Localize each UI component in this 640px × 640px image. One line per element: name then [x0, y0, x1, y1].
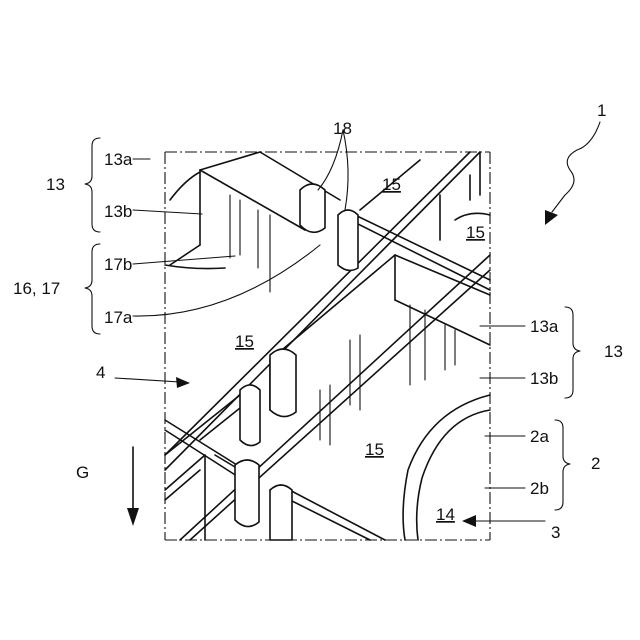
label-3: 3	[551, 523, 560, 542]
cross-members	[340, 152, 490, 290]
label-13-right: 13	[604, 342, 623, 361]
label-13a-left: 13a	[104, 150, 133, 169]
arrow-4-head	[176, 377, 190, 388]
label-G: G	[76, 463, 89, 482]
label-2a: 2a	[530, 427, 549, 446]
arrow-G-head	[127, 508, 139, 526]
label-17b: 17b	[104, 255, 132, 274]
braces	[85, 138, 580, 510]
label-15-top: 15	[382, 175, 401, 194]
label-13a-right: 13a	[530, 317, 559, 336]
label-14: 14	[436, 505, 455, 524]
label-1: 1	[597, 101, 606, 120]
label-2: 2	[591, 454, 600, 473]
arrow-1-head	[545, 210, 558, 225]
label-15-right: 15	[466, 223, 485, 242]
section-frame	[165, 152, 490, 540]
label-17a: 17a	[104, 308, 133, 327]
label-4: 4	[96, 363, 105, 382]
label-15-bottom: 15	[365, 440, 384, 459]
wall-diagonal	[165, 152, 490, 540]
label-16-17: 16, 17	[13, 279, 60, 298]
label-13b-left: 13b	[104, 202, 132, 221]
label-15-left: 15	[235, 332, 254, 351]
stiffener-ribs	[230, 184, 455, 540]
label-13b-right: 13b	[530, 369, 558, 388]
reference-labels: 1 18 13 13a 13b 16, 17 17b 17a 4 G 15 15…	[13, 101, 623, 542]
label-13-left: 13	[46, 175, 65, 194]
label-2b: 2b	[530, 479, 549, 498]
arrow-3-head	[462, 515, 476, 527]
label-18: 18	[333, 119, 352, 138]
